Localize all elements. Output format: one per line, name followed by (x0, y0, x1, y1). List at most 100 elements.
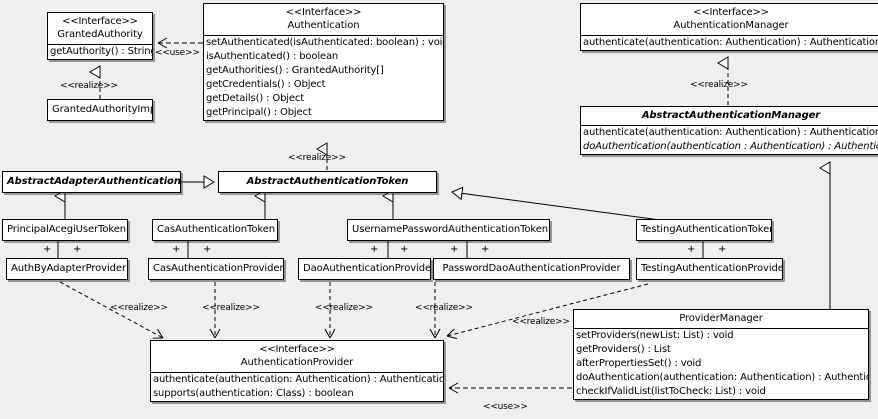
class-name: AuthByAdapterProvider (11, 263, 126, 274)
class-header: CasAuthenticationToken (153, 220, 277, 240)
class-name: AbstractAuthenticationToken (246, 176, 409, 187)
operation: setProviders(newList: List) : void (576, 330, 734, 341)
operation: isAuthenticated() : boolean (206, 51, 339, 62)
class-cas-authentication-provider[interactable]: CasAuthenticationProvider (148, 258, 284, 280)
operation: authenticate(authentication: Authenticat… (583, 127, 878, 138)
class-name: TestingAuthenticationProvider (641, 263, 783, 274)
operation: getProviders() : List (576, 344, 671, 355)
class-name: DaoAuthenticationProvider (303, 263, 431, 274)
edge-label-use-provider-manager: <<use>> (483, 402, 528, 412)
operations-compartment: authenticate(authentication: Authenticat… (581, 35, 878, 50)
class-name: AuthenticationProvider (240, 357, 354, 368)
operation: doAuthentication(authentication : Authen… (583, 141, 878, 152)
operation: getPrincipal() : Object (206, 107, 312, 118)
class-password-dao-authentication-provider[interactable]: PasswordDaoAuthenticationProvider (433, 258, 630, 280)
class-name: GrantedAuthorityImpl (52, 104, 153, 115)
operation: setAuthenticated(isAuthenticated: boolea… (206, 37, 443, 48)
class-stereotype: <<Interface>> (62, 16, 138, 27)
class-header: AbstractAdapterAuthenticationToken (3, 172, 180, 192)
class-stereotype: <<Interface>> (285, 7, 362, 18)
operation: supports(authentication: Class) : boolea… (153, 388, 354, 399)
multiplicity-plus: + (718, 244, 727, 255)
class-principal-acegi-user-token[interactable]: PrincipalAcegiUserToken (2, 219, 128, 241)
class-name: UsernamePasswordAuthenticationToken (352, 224, 549, 235)
class-name: ProviderManager (679, 313, 763, 324)
class-header: PasswordDaoAuthenticationProvider (434, 259, 629, 279)
class-header: DaoAuthenticationProvider (299, 259, 430, 279)
class-auth-by-adapter-provider[interactable]: AuthByAdapterProvider (6, 258, 128, 280)
edge-label-use-authentication-granted: <<use>> (155, 48, 200, 58)
class-granted-authority-impl[interactable]: GrantedAuthorityImpl (47, 99, 153, 121)
class-header: AbstractAuthenticationToken (219, 172, 436, 192)
edge-label-realize-abstract-auth-token: <<realize>> (288, 153, 346, 163)
class-name: TestingAuthenticationToken (641, 224, 772, 235)
multiplicity-plus: + (687, 244, 696, 255)
class-name: CasAuthenticationProvider (153, 263, 284, 274)
class-stereotype: <<Interface>> (693, 7, 769, 18)
edge-label-realize-granted-authority-impl: <<realize>> (60, 81, 118, 91)
operation: afterPropertiesSet() : void (576, 358, 702, 369)
multiplicity-plus: + (450, 244, 459, 255)
multiplicity-plus: + (43, 244, 52, 255)
class-header: GrantedAuthorityImpl (48, 100, 152, 120)
operations-compartment: getAuthority() : String (48, 44, 152, 59)
class-name: PrincipalAcegiUserToken (7, 224, 126, 235)
operations-compartment: setAuthenticated(isAuthenticated: boolea… (204, 35, 443, 120)
class-authentication[interactable]: <<Interface>> Authentication setAuthenti… (203, 3, 444, 121)
multiplicity-plus: + (370, 244, 379, 255)
class-header: TestingAuthenticationToken (637, 220, 771, 240)
multiplicity-plus: + (203, 244, 212, 255)
class-header: <<Interface>> GrantedAuthority (48, 13, 152, 44)
edge-label-realize-auth-by-adapter: <<realize>> (110, 303, 168, 313)
class-header: AuthByAdapterProvider (7, 259, 127, 279)
operation: authenticate(authentication: Authenticat… (153, 374, 443, 385)
class-provider-manager[interactable]: ProviderManager setProviders(newList: Li… (573, 309, 869, 400)
class-header: TestingAuthenticationProvider (637, 259, 782, 279)
class-dao-authentication-provider[interactable]: DaoAuthenticationProvider (298, 258, 431, 280)
class-header: <<Interface>> AuthenticationProvider (151, 341, 443, 372)
class-testing-authentication-provider[interactable]: TestingAuthenticationProvider (636, 258, 783, 280)
class-stereotype: <<Interface>> (259, 344, 335, 355)
class-abstract-authentication-manager[interactable]: AbstractAuthenticationManager authentica… (580, 106, 878, 155)
class-header: <<Interface>> Authentication (204, 4, 443, 35)
edge-label-realize-abstract-auth-manager: <<realize>> (690, 80, 748, 90)
edge-label-realize-cas-provider: <<realize>> (202, 303, 260, 313)
edge-label-realize-dao-provider: <<realize>> (315, 303, 373, 313)
class-name: PasswordDaoAuthenticationProvider (442, 263, 621, 274)
class-abstract-adapter-authentication-token[interactable]: AbstractAdapterAuthenticationToken (2, 171, 181, 193)
class-header: AbstractAuthenticationManager (581, 107, 878, 125)
multiplicity-plus: + (73, 244, 82, 255)
multiplicity-plus: + (172, 244, 181, 255)
operation: doAuthentication(authentication: Authent… (576, 372, 868, 383)
class-testing-authentication-token[interactable]: TestingAuthenticationToken (636, 219, 772, 241)
class-header: CasAuthenticationProvider (149, 259, 283, 279)
class-name: Authentication (287, 20, 360, 31)
edge-label-realize-password-dao-provider: <<realize>> (415, 303, 473, 313)
class-authentication-manager[interactable]: <<Interface>> AuthenticationManager auth… (580, 3, 878, 51)
operations-compartment: setProviders(newList: List) : void getPr… (574, 328, 868, 399)
class-abstract-authentication-token[interactable]: AbstractAuthenticationToken (218, 171, 437, 193)
operation: checkIfValidList(listToCheck: List) : vo… (576, 386, 766, 397)
class-header: <<Interface>> AuthenticationManager (581, 4, 878, 35)
class-username-password-authentication-token[interactable]: UsernamePasswordAuthenticationToken (347, 219, 550, 241)
operation: getCredentials() : Object (206, 79, 326, 90)
class-name: CasAuthenticationToken (157, 224, 275, 235)
class-cas-authentication-token[interactable]: CasAuthenticationToken (152, 219, 278, 241)
class-name: GrantedAuthority (57, 29, 143, 40)
operations-compartment: authenticate(authentication: Authenticat… (151, 372, 443, 401)
class-name: AbstractAuthenticationManager (641, 110, 821, 121)
class-header: ProviderManager (574, 310, 868, 328)
class-name: AuthenticationManager (673, 20, 789, 31)
class-name: AbstractAdapterAuthenticationToken (7, 176, 181, 187)
multiplicity-plus: + (400, 244, 409, 255)
operation: getAuthority() : String (50, 46, 152, 57)
edge-label-realize-testing-provider: <<realize>> (512, 317, 570, 327)
class-authentication-provider[interactable]: <<Interface>> AuthenticationProvider aut… (150, 340, 444, 402)
multiplicity-plus: + (481, 244, 490, 255)
operation: getAuthorities() : GrantedAuthority[] (206, 65, 384, 76)
operations-compartment: authenticate(authentication: Authenticat… (581, 125, 878, 154)
class-header: UsernamePasswordAuthenticationToken (348, 220, 549, 240)
class-granted-authority[interactable]: <<Interface>> GrantedAuthority getAuthor… (47, 12, 153, 60)
operation: getDetails() : Object (206, 93, 305, 104)
